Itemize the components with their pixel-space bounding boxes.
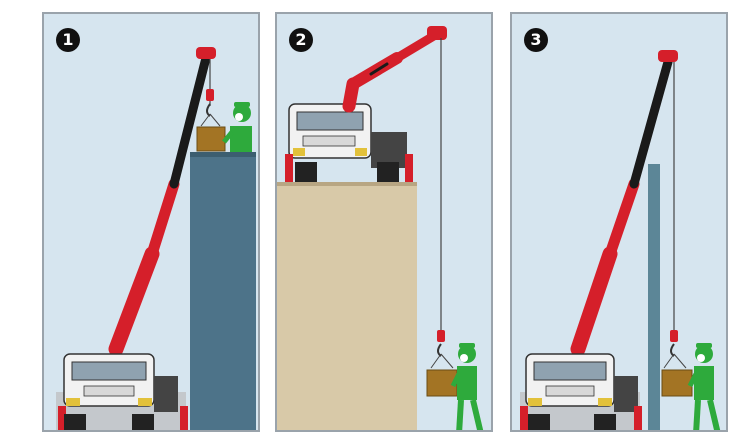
hook-icon [664, 62, 686, 368]
cargo-box-icon [197, 127, 225, 151]
thin-pole [648, 164, 660, 432]
tall-pillar [190, 152, 256, 432]
worker-icon [453, 343, 481, 432]
cargo-box-icon [662, 370, 692, 396]
crane-boom [578, 50, 678, 349]
worker-icon [690, 343, 718, 432]
crane-truck-icon [56, 354, 188, 432]
step-1-scene [44, 14, 260, 432]
step-panel-1: 1 [42, 12, 260, 432]
step-panel-3: 3 [510, 12, 728, 432]
hook-icon [431, 38, 453, 368]
crane-boom [349, 26, 447, 106]
step-3-scene [512, 14, 728, 432]
step-panel-2: 2 [275, 12, 493, 432]
crane-truck-icon [520, 354, 642, 432]
step-2-scene [277, 14, 493, 432]
crane-truck-icon [285, 104, 413, 182]
worker-icon [224, 102, 252, 152]
raised-platform [277, 182, 417, 432]
